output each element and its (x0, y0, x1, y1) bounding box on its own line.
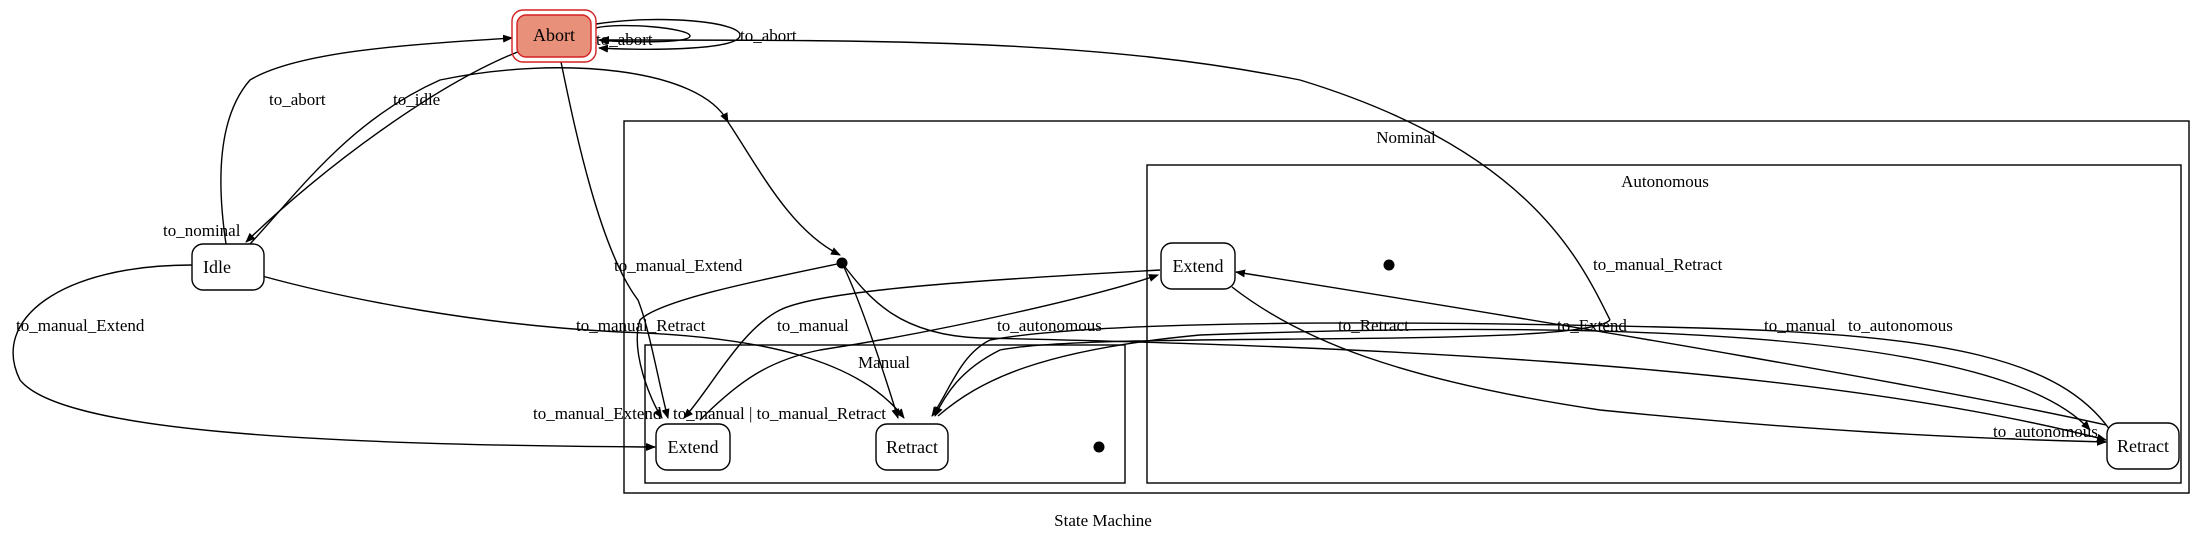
label-to-autonomous: to_autonomous (997, 316, 1102, 335)
label-idle-manual-retract: to_manual_Retract (576, 316, 706, 335)
cluster-nominal-label: Nominal (1376, 128, 1436, 147)
edge-manual-extend-auto-extend (699, 274, 1159, 421)
label-to-manual: to_manual (777, 316, 849, 335)
cluster-autonomous (1146, 164, 2182, 484)
label-abort-self-1: to_abort (596, 30, 653, 49)
label-to-extend: to_Extend (1557, 316, 1627, 335)
edge-idle-manual-retract (261, 275, 905, 419)
node-auto-retract[interactable]: Retract (2106, 422, 2180, 470)
diagram-caption: State Machine (1054, 511, 1152, 530)
edge-auto-retract-manual-retract (931, 322, 2111, 431)
edge-abort-manual-extend (560, 61, 670, 419)
label-idle-manual-extend: to_manual_Extend (16, 316, 145, 335)
node-auto-extend[interactable]: Extend (1160, 242, 1236, 290)
label-abort-self-2: to_abort (740, 26, 797, 45)
label-to-manual-retract-abort: to_manual_Retract (1593, 255, 1723, 274)
edge-idle-abort (220, 34, 513, 245)
edge-abort-self-2 (595, 18, 741, 53)
label-to-manual-right: to_manual (1764, 316, 1836, 335)
edge-idle-nominal (249, 67, 729, 245)
label-to-retract: to_Retract (1338, 316, 1409, 335)
autonomous-initial-dot (1383, 259, 1395, 271)
cluster-manual-label: Manual (858, 353, 910, 372)
edge-auto-extend-manual-extend (683, 269, 1161, 419)
node-idle[interactable]: Idle (191, 243, 265, 291)
edge-manual-retract-auto-retract (937, 328, 2091, 431)
edge-manual-retract-abort-lower (934, 319, 1611, 417)
label-abort-idle: to_idle (393, 90, 440, 109)
node-manual-retract-label: Retract (886, 437, 938, 457)
edge-auto-retract-auto-extend (1235, 269, 2107, 426)
edge-auto-extend-auto-retract (1231, 286, 2107, 446)
cluster-autonomous-label: Autonomous (1621, 172, 1709, 191)
edge-idle-manual-extend (12, 264, 656, 451)
edge-labels: to_abort to_abort to_abort to_idle to_no… (16, 26, 2098, 441)
label-idle-abort: to_abort (269, 90, 326, 109)
nominal-initial-dot (836, 257, 848, 269)
label-abort-manual-extend: to_manual_Extend (614, 256, 743, 275)
edge-dot-manual-retract (841, 262, 900, 419)
label-manual-combined: to_manual | to_manual_Retract (673, 404, 886, 423)
node-idle-label: Idle (203, 257, 231, 277)
edge-nominal-manual (727, 121, 841, 256)
node-abort-label: Abort (533, 25, 575, 45)
cluster-manual (644, 344, 1126, 484)
edge-dot-auto-retract (841, 262, 2107, 442)
node-manual-extend-label: Extend (668, 437, 719, 457)
edge-abort-manual-retract (599, 36, 1611, 321)
label-idle-nominal: to_nominal (163, 221, 241, 240)
node-manual-retract[interactable]: Retract (875, 423, 949, 471)
node-auto-extend-label: Extend (1173, 256, 1224, 276)
manual-initial-dot (1093, 441, 1105, 453)
node-manual-extend[interactable]: Extend (655, 423, 731, 471)
node-auto-retract-label: Retract (2117, 436, 2169, 456)
edge-abort-idle (245, 47, 529, 243)
node-abort[interactable]: Abort (511, 9, 597, 63)
label-to-autonomous-right: to_autonomous (1848, 316, 1953, 335)
label-to-autonomous-lower: to_autonomous (1993, 422, 2098, 441)
edge-dot-manual-extend (636, 262, 843, 419)
edges (12, 18, 2111, 451)
label-manual-extend-inner: to_manual_Extend (533, 404, 662, 423)
edge-abort-self-1 (595, 24, 691, 45)
